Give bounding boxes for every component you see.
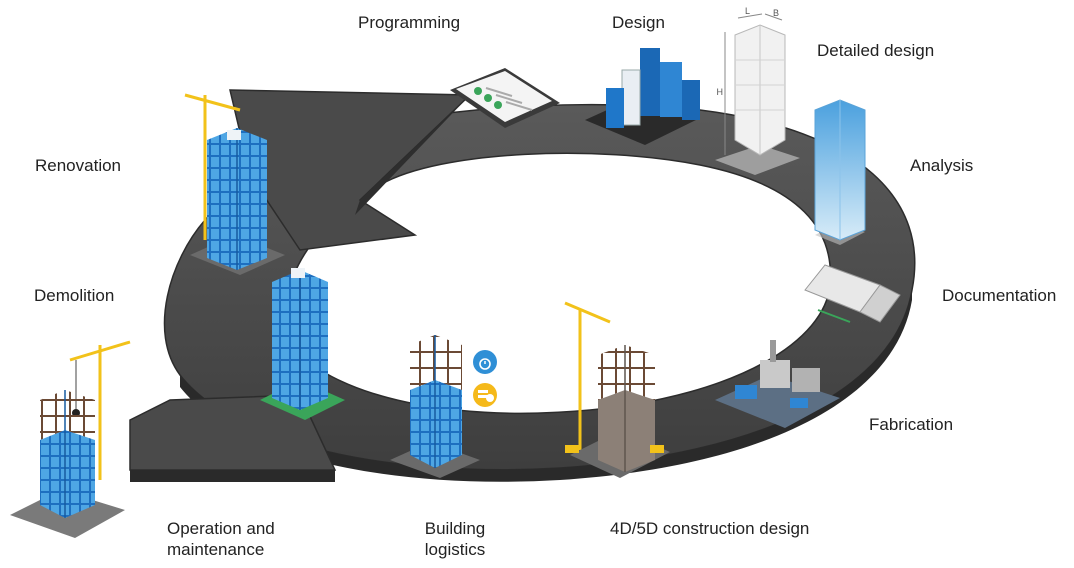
analysis-tower-icon [814, 99, 866, 245]
length-dimension-label: L [745, 6, 750, 16]
stage-label-design: Design [612, 13, 665, 32]
construction-building-icon [565, 345, 670, 478]
logistics-building-icon [390, 335, 480, 478]
factory-icon [715, 340, 840, 428]
stage-label-analysis: Analysis [910, 156, 974, 175]
operation-building-icon [260, 268, 345, 420]
wireframe-tower-icon: H L B [715, 6, 800, 175]
document-binder-icon [804, 264, 901, 323]
stage-label-detailed-design: Detailed design [817, 41, 935, 60]
stage-label-documentation: Documentation [942, 286, 1057, 305]
stage-label-demolition: Demolition [34, 286, 115, 305]
stage-label-construction-design: 4D/5D construction design [610, 519, 810, 538]
stage-label-building-logistics: Building logistics [424, 519, 486, 559]
cycle-ring [129, 89, 916, 482]
stage-label-fabrication: Fabrication [869, 415, 954, 434]
demolition-building-icon [10, 390, 125, 538]
stage-label-renovation: Renovation [35, 156, 122, 175]
stage-label-operation-maintenance: Operation and maintenance [167, 519, 275, 559]
breadth-dimension-label: B [773, 8, 779, 18]
height-dimension-label: H [717, 87, 724, 97]
city-model-icon [585, 48, 700, 145]
clipboard-tablet-icon [450, 68, 560, 128]
renovation-building-icon [190, 128, 285, 275]
stage-label-programming: Programming [358, 13, 461, 32]
crane-icons [69, 93, 611, 480]
badge-icons [473, 350, 497, 407]
